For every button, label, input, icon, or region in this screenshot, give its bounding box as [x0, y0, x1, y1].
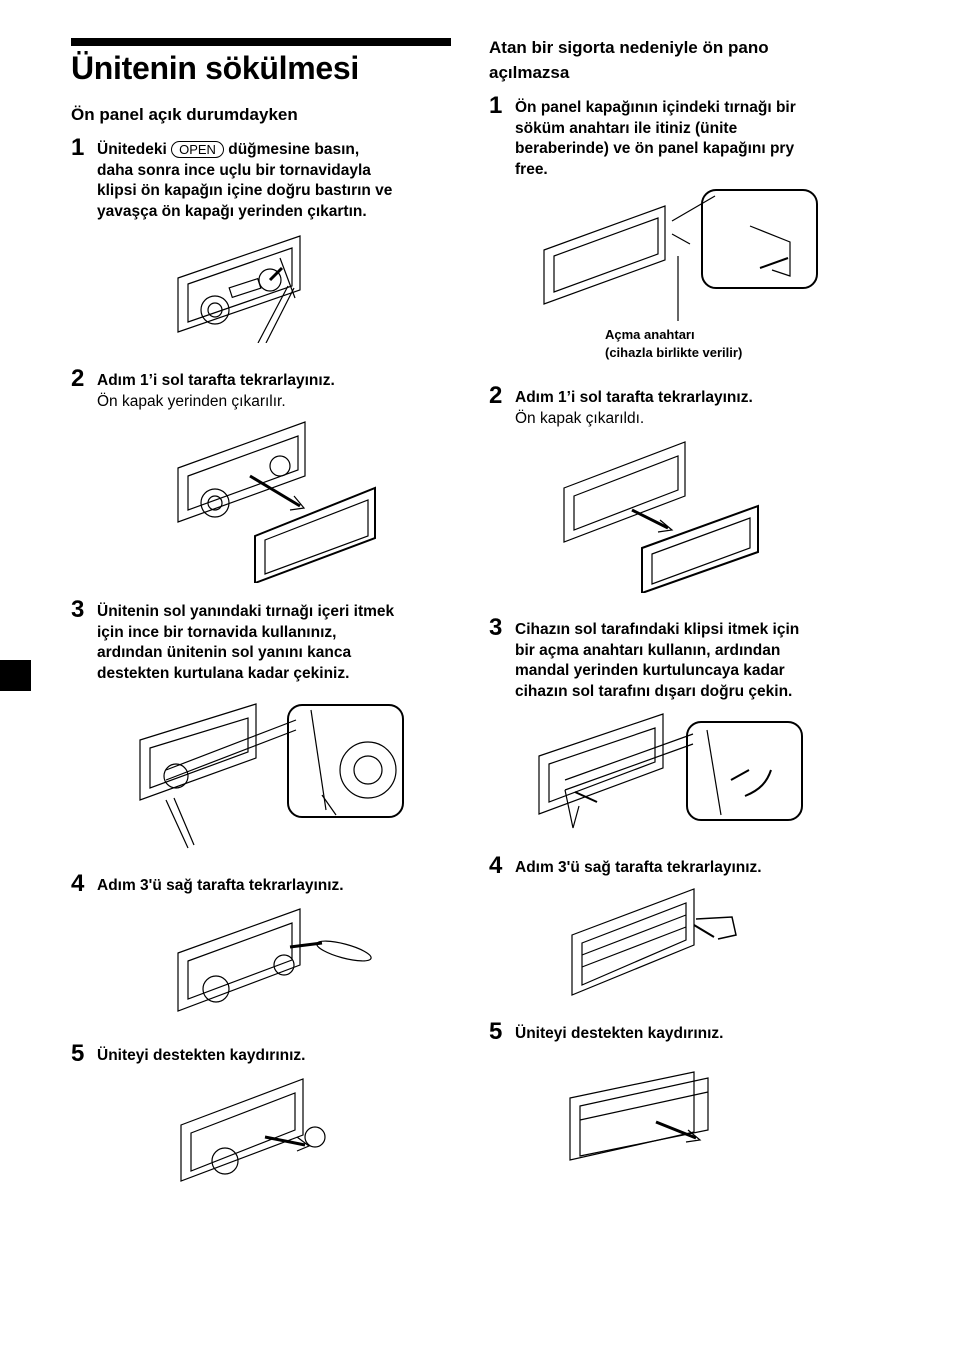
step-text-line: söküm anahtarı ile itiniz (ünite — [515, 119, 738, 137]
step-number: 1 — [71, 134, 85, 161]
right-heading-line: açılmazsa — [489, 63, 570, 82]
step-text-bold: Üniteyi destekten kaydırınız. — [515, 1025, 724, 1042]
step-text-line: mandal yerinden kurtuluncaya kadar — [515, 662, 785, 680]
caption-line: Açma anahtarı — [605, 327, 695, 342]
illustration-push-right-claw — [177, 908, 372, 1012]
step-text-bold: Üniteyi destekten kaydırınız. — [97, 1047, 306, 1064]
step-text-bold: Adım 1’i sol tarafta tekrarlayınız. — [97, 372, 335, 389]
step-text: Adım 1’i sol tarafta tekrarlayınız. Ön k… — [515, 388, 753, 429]
caption-line: (cihazla birlikte verilir) — [605, 345, 743, 360]
right-heading: Atan bir sigorta nedeniyle ön pano açılm… — [489, 35, 769, 85]
step-text: Ünitenin sol yanındaki tırnağı içeri itm… — [97, 602, 394, 684]
step-text-line: yavaşça ön kapağı yerinden çıkartın. — [97, 202, 367, 220]
step-text-bold: Adım 3'ü sağ tarafta tekrarlayınız. — [515, 859, 762, 876]
step-text-line: Ünitenin sol yanındaki tırnağı içeri itm… — [97, 603, 395, 620]
step-text-normal: Ön kapak yerinden çıkarılır. — [97, 392, 286, 410]
step-number: 5 — [71, 1040, 85, 1067]
title-rule — [71, 38, 451, 46]
illustration-front-panel-removed — [563, 441, 759, 593]
step-number: 3 — [71, 596, 85, 623]
step-text-normal: Ön kapak çıkarıldı. — [515, 409, 645, 427]
step-text-line: Cihazın sol tarafındaki klipsi itmek içi… — [515, 621, 800, 638]
step-text-line: için ince bir tornavida kullanınız, — [97, 623, 337, 641]
step-text-line: ardından ünitenin sol yanını kanca — [97, 644, 352, 662]
step-text: Adım 3'ü sağ tarafta tekrarlayınız. — [97, 876, 344, 897]
step-text-post: düğmesine basın, — [228, 141, 360, 158]
step-text-line: free. — [515, 160, 548, 178]
step-text: Ön panel kapağının içindeki tırnağı bir … — [515, 98, 796, 180]
step-text-bold: Adım 3'ü sağ tarafta tekrarlayınız. — [97, 877, 344, 894]
release-key-caption: Açma anahtarı (cihazla birlikte verilir) — [605, 326, 742, 362]
left-heading: Ön panel açık durumdayken — [71, 105, 298, 124]
step-number: 4 — [489, 852, 503, 879]
step-text: Cihazın sol tarafındaki klipsi itmek içi… — [515, 620, 799, 702]
step-text-line: klipsi ön kapağın içine doğru bastırın v… — [97, 182, 393, 200]
section-tab-marker — [0, 660, 31, 691]
illustration-push-left-claw — [139, 703, 404, 849]
step-number: 3 — [489, 614, 503, 641]
right-heading-line: Atan bir sigorta nedeniyle ön pano — [489, 38, 769, 57]
illustration-release-key-left-side — [538, 713, 803, 829]
step-text-line: beraberinde) ve ön panel kapağını pry — [515, 140, 795, 158]
illustration-slide-unit-out-right — [569, 1071, 709, 1161]
step-text-bold: Adım 1’i sol tarafta tekrarlayınız. — [515, 389, 753, 406]
step-text: Üniteyi destekten kaydırınız. — [97, 1046, 305, 1067]
step-number: 5 — [489, 1018, 503, 1045]
step-text-line: Ön panel kapağının içindeki tırnağı bir — [515, 99, 796, 116]
step-number: 4 — [71, 870, 85, 897]
step-text-line: daha sonra ince uçlu bir tornavidayla — [97, 161, 371, 179]
step-text: Adım 1’i sol tarafta tekrarlayınız. Ön k… — [97, 371, 335, 412]
illustration-remove-front-cover — [177, 421, 376, 583]
step-number: 1 — [489, 92, 503, 119]
step-text-line: bir açma anahtarı kullanın, ardından — [515, 641, 781, 659]
step-text: Ünitedeki OPEN düğmesine basın, daha son… — [97, 140, 392, 222]
step-number: 2 — [489, 382, 503, 409]
page-title: Ünitenin sökülmesi — [71, 50, 359, 86]
open-button-label: OPEN — [171, 141, 224, 158]
step-text-line: cihazın sol tarafını dışarı doğru çekin. — [515, 682, 793, 700]
illustration-release-key-front-panel — [543, 189, 818, 321]
step-text-line: destekten kurtulana kadar çekiniz. — [97, 664, 350, 682]
step-number: 2 — [71, 365, 85, 392]
step-text: Adım 3'ü sağ tarafta tekrarlayınız. — [515, 858, 762, 879]
illustration-open-front-cover — [177, 235, 301, 343]
illustration-slide-unit-out — [180, 1078, 326, 1182]
illustration-release-key-right-side — [571, 888, 737, 996]
step-text: Üniteyi destekten kaydırınız. — [515, 1024, 723, 1045]
step-text-pre: Ünitedeki — [97, 141, 167, 158]
